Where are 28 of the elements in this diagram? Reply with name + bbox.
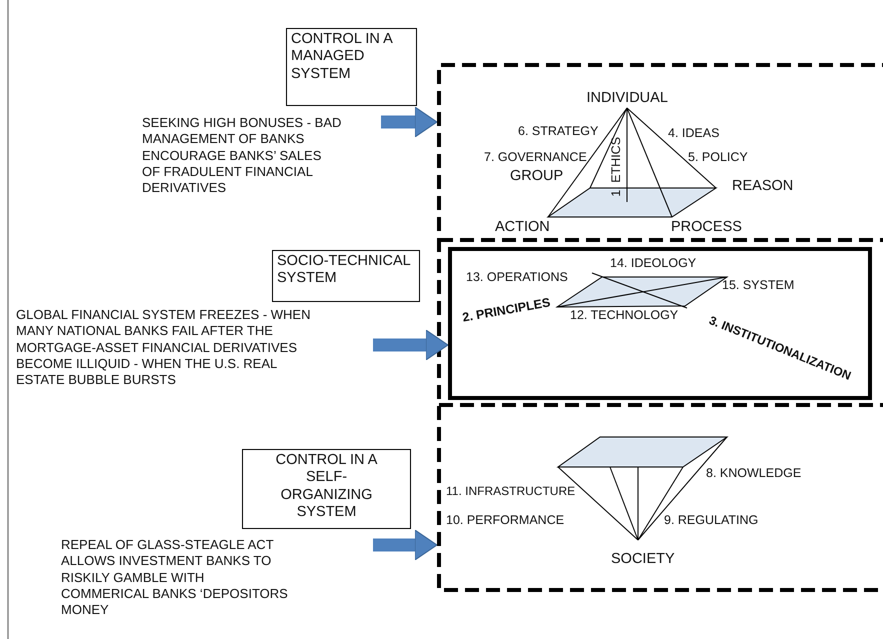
- factor-label: 5. POLICY: [688, 150, 748, 166]
- cause-text: REPEAL OF GLASS-STEAGLE ACT ALLOWS INVESTMENT BANKS TO RISKILY GAMBLE WITH COMMERICAL BANKS ‘DEPOSITORS MONEY: [61, 537, 289, 618]
- factor-label: 8. KNOWLEDGE: [706, 466, 802, 482]
- title-box: CONTROL IN A MANAGED SYSTEM: [286, 28, 417, 106]
- principle-label: 2. PRINCIPLES: [460, 295, 552, 326]
- factor-label: 4. IDEAS: [668, 126, 720, 142]
- factor-label: 7. GOVERNANCE: [484, 150, 587, 166]
- corner-label: ACTION: [495, 218, 550, 236]
- factor-label: 1. ETHICS: [609, 136, 624, 197]
- corner-label: PROCESS: [671, 218, 742, 236]
- system-box: [448, 247, 872, 400]
- factor-label: 11. INFRASTRUCTURE: [446, 484, 576, 499]
- factor-label: 14. IDEOLOGY: [610, 256, 696, 272]
- title-box: SOCIO-TECHNICAL SYSTEM: [272, 250, 420, 302]
- factor-label: 9. REGULATING: [664, 513, 758, 529]
- factor-label: 15. SYSTEM: [722, 278, 794, 294]
- title-box: CONTROL IN A SELF-ORGANIZING SYSTEM: [242, 449, 411, 529]
- apex-label: SOCIETY: [611, 550, 675, 568]
- factor-label: 6. STRATEGY: [518, 124, 598, 140]
- corner-label: REASON: [732, 177, 794, 196]
- factor-label: 13. OPERATIONS: [466, 270, 568, 286]
- dashed-region: [437, 63, 883, 592]
- cause-text: SEEKING HIGH BONUSES - BAD MANAGEMENT OF BANKS ENCOURAGE BANKS’ SALES OF FRADULENT FINANCIAL DERIVATIVES: [142, 115, 342, 196]
- apex-label: INDIVIDUAL: [586, 89, 668, 108]
- factor-label: 12. TECHNOLOGY: [570, 308, 678, 324]
- cause-text: GLOBAL FINANCIAL SYSTEM FREEZES - WHEN MANY NATIONAL BANKS FAIL AFTER THE MORTGAGE-ASSET FINANCIAL DERIVATIVES BECOME ILLIQUID - WHEN THE U.S. REAL ESTATE BUBBLE BURSTS: [16, 307, 312, 388]
- corner-label: GROUP: [510, 167, 564, 186]
- factor-label: 10. PERFORMANCE: [446, 513, 564, 529]
